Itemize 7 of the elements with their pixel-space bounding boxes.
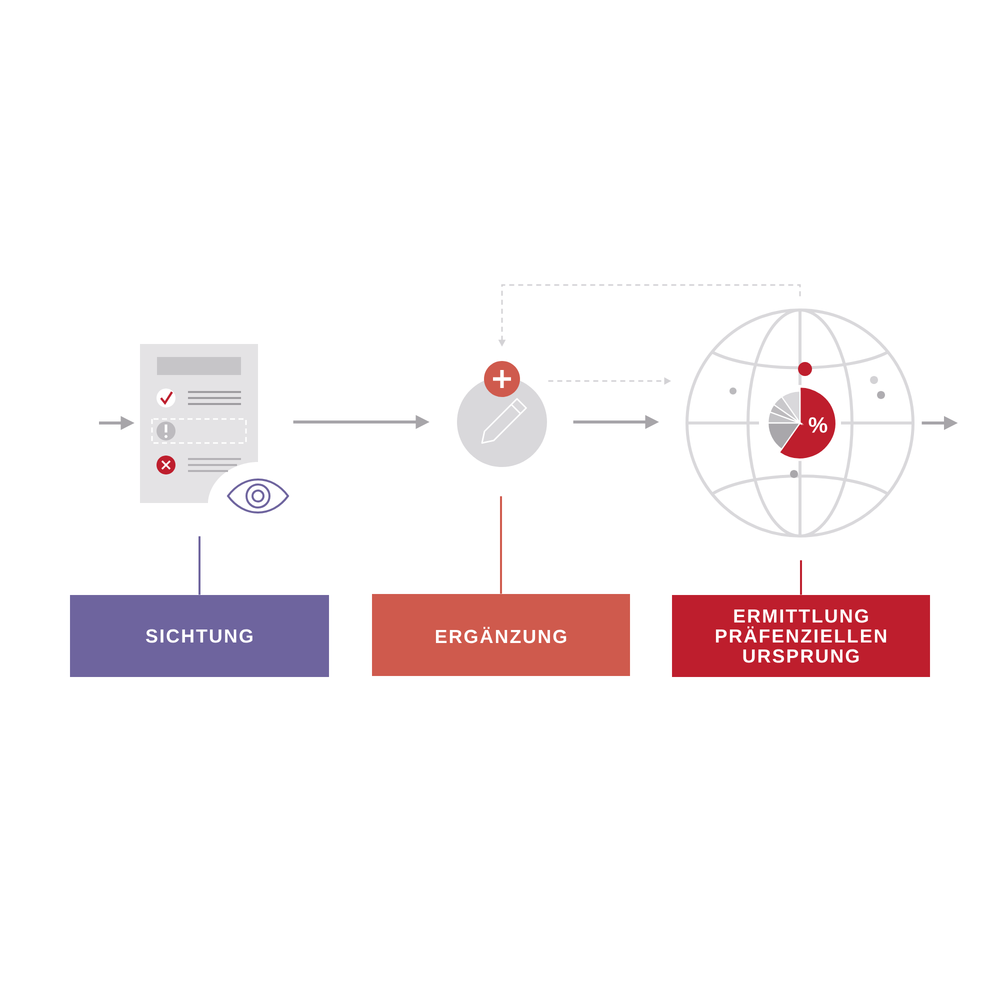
leader-line xyxy=(198,536,200,595)
percent-label: % xyxy=(808,417,828,433)
leader-line xyxy=(800,560,802,595)
label-box: ERMITTLUNG PRÄFENZIELLEN URSPRUNG xyxy=(672,595,930,677)
label-box: ERGÄNZUNG xyxy=(372,594,630,676)
leader-line xyxy=(500,496,502,594)
label-box: SICHTUNG xyxy=(70,595,329,677)
